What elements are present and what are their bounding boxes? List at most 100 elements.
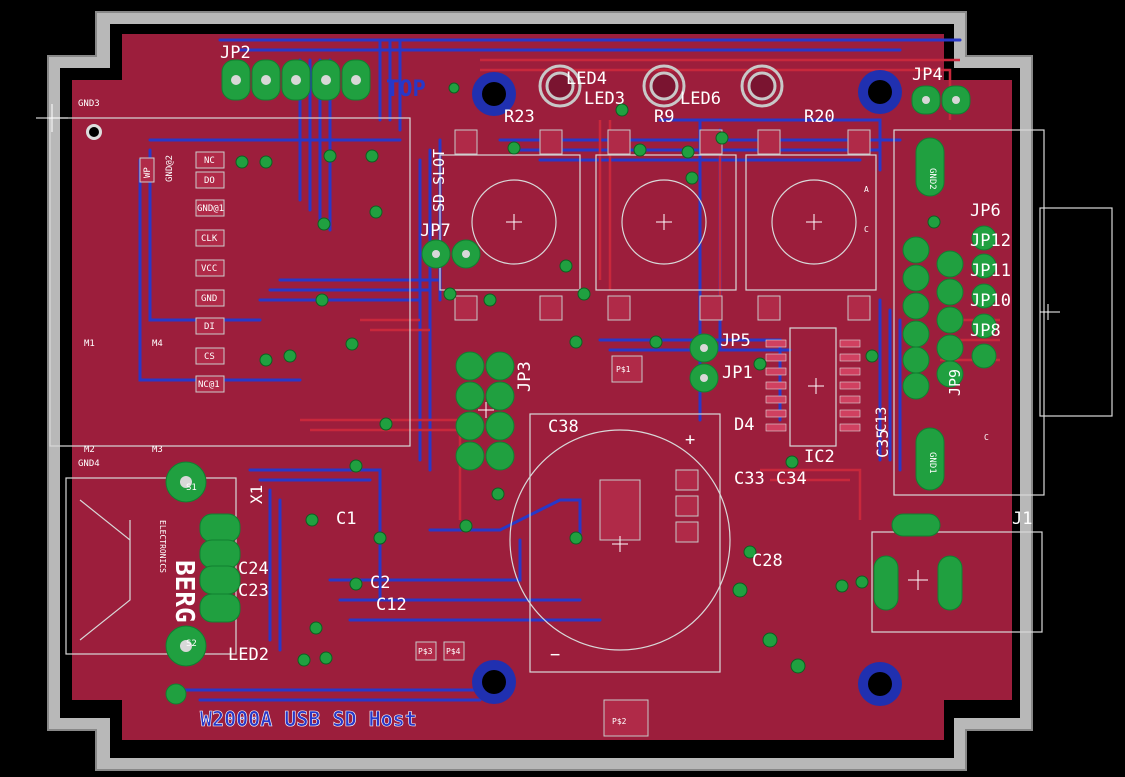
svg-text:GND3: GND3 — [78, 99, 100, 109]
svg-text:GND: GND — [201, 294, 217, 304]
label-x1: X1 — [247, 485, 266, 504]
pad-holes — [180, 75, 960, 652]
copper-pour — [72, 34, 1012, 740]
mount-hole-top-right — [858, 70, 902, 114]
svg-text:P$1: P$1 — [616, 365, 631, 374]
label-c13: C13 — [874, 407, 890, 432]
label-c12: C12 — [376, 595, 407, 615]
svg-text:P$2: P$2 — [612, 717, 627, 726]
svg-text:NC: NC — [204, 156, 215, 166]
svg-text:DI: DI — [204, 322, 215, 332]
label-jp3: JP3 — [515, 361, 535, 392]
label-c2: C2 — [370, 573, 390, 593]
label-r20: R20 — [804, 107, 835, 127]
electronics-text: ELECTRONICS — [158, 520, 167, 573]
svg-text:M1: M1 — [84, 339, 95, 349]
jp3-pins — [455, 351, 515, 471]
svg-text:NC@1: NC@1 — [198, 380, 220, 390]
svg-text:S2: S2 — [186, 639, 197, 649]
top-layer-label: TOP — [386, 77, 426, 102]
sd-slot-pin-labels: NC DO GND@1 CLK VCC GND DI CS NC@1 WP GN… — [78, 99, 937, 649]
label-c28: C28 — [752, 551, 783, 571]
label-jp12: JP12 — [970, 231, 1011, 251]
label-jp1: JP1 — [722, 363, 753, 383]
svg-text:C: C — [864, 225, 869, 234]
layer-marking: TOP — [386, 77, 426, 102]
component-labels: JP2 JP4 JP6 JP12 JP11 JP10 JP8 JP5 JP1 J… — [220, 43, 1032, 665]
sd-slot-outline — [49, 117, 411, 447]
svg-text:S1: S1 — [186, 483, 197, 493]
mount-hole-top-left — [472, 72, 516, 116]
j1-outline — [871, 531, 1043, 633]
vias — [235, 82, 941, 674]
usb-connector-outline — [65, 477, 237, 655]
label-jp4: JP4 — [912, 65, 943, 85]
small-hole-gnd3 — [86, 124, 102, 140]
ic2-pads — [765, 339, 861, 432]
svg-text:CS: CS — [204, 352, 215, 362]
header-pads — [165, 59, 997, 705]
label-c34: C34 — [776, 469, 807, 489]
rotated-labels: JP3 C35 X1 SD SLOT JP9 C13 — [247, 149, 964, 504]
svg-text:GND@1: GND@1 — [197, 204, 224, 214]
gnd-pads-right — [915, 137, 945, 491]
label-c38: C38 — [548, 417, 579, 437]
mount-hole-bottom-right — [858, 662, 902, 706]
svg-text:WP: WP — [143, 167, 153, 178]
label-jp9: JP9 — [946, 369, 964, 396]
label-ic2: IC2 — [804, 447, 835, 467]
svg-text:M4: M4 — [152, 339, 163, 349]
label-sd-slot: SD SLOT — [430, 149, 448, 212]
svg-text:C: C — [984, 433, 989, 442]
label-r9: R9 — [654, 107, 674, 127]
label-jp10: JP10 — [970, 291, 1011, 311]
ic2-outline — [789, 327, 837, 447]
svg-text:P$4: P$4 — [446, 647, 461, 656]
label-jp6: JP6 — [970, 201, 1001, 221]
label-d4: D4 — [734, 415, 754, 435]
label-r23: R23 — [504, 107, 535, 127]
svg-text:CLK: CLK — [201, 234, 218, 244]
label-led6: LED6 — [680, 89, 721, 109]
svg-text:VCC: VCC — [201, 264, 217, 274]
label-j1: J1 — [1012, 509, 1032, 529]
led-rings — [538, 64, 784, 108]
svg-text:GND2: GND2 — [927, 168, 937, 190]
capacitor-c38-outline — [529, 413, 721, 673]
label-led4: LED4 — [566, 69, 607, 89]
label-c35: C35 — [873, 429, 892, 458]
label-c33: C33 — [734, 469, 765, 489]
usb-pads — [165, 461, 241, 667]
board-title: W2000A USB SD Host — [200, 707, 417, 731]
svg-text:GND4: GND4 — [78, 459, 100, 469]
svg-text:DO: DO — [204, 176, 215, 186]
mount-hole-bottom-left — [472, 660, 516, 704]
svg-text:P$3: P$3 — [418, 647, 433, 656]
label-jp8: JP8 — [970, 321, 1001, 341]
board-title-group: W2000A USB SD Host — [200, 707, 417, 732]
label-jp11: JP11 — [970, 261, 1011, 281]
jp6-pins — [902, 225, 997, 400]
label-led2: LED2 — [228, 645, 269, 665]
label-led3: LED3 — [584, 89, 625, 109]
mounting-holes — [86, 70, 902, 706]
label-jp2: JP2 — [220, 43, 251, 63]
svg-text:M2: M2 — [84, 445, 95, 455]
label-jp5: JP5 — [720, 331, 751, 351]
label-c24: C24 — [238, 559, 269, 579]
misc-pad-labels: P$2 P$1 P$3 P$4 A C C — [418, 185, 989, 726]
origin-marks — [36, 104, 1060, 590]
berg-logo: BERG — [169, 560, 199, 623]
label-c38-plus: + — [685, 430, 695, 450]
svg-text:A: A — [864, 185, 869, 194]
label-c1: C1 — [336, 509, 356, 529]
svg-text:M3: M3 — [152, 445, 163, 455]
svg-text:GND1: GND1 — [927, 452, 937, 474]
svg-text:GND@2: GND@2 — [165, 155, 175, 182]
label-jp7: JP7 — [420, 221, 451, 241]
label-c38-minus: − — [550, 645, 560, 665]
usb-branding: BERG ELECTRONICS — [158, 520, 199, 623]
j1-pads — [873, 513, 963, 611]
label-c23: C23 — [238, 581, 269, 601]
